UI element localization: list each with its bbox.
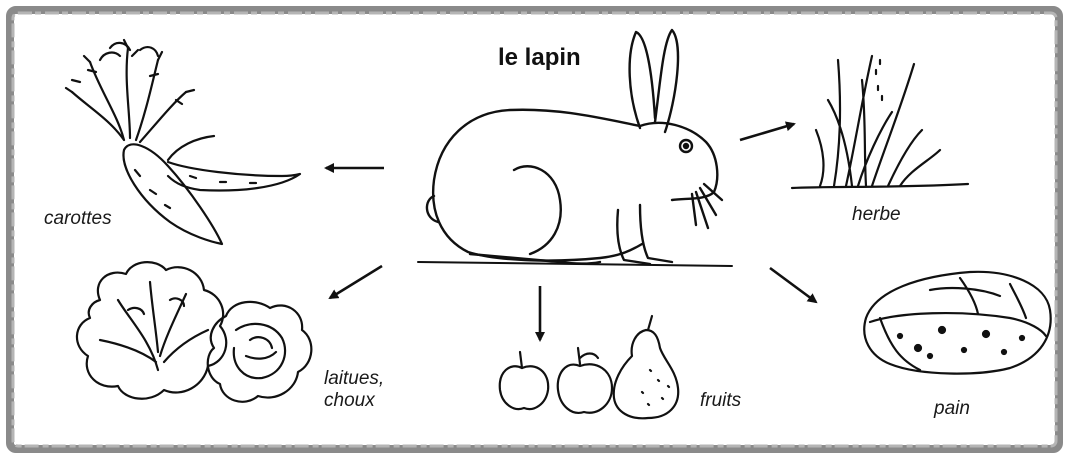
label-laitues: laitues, choux xyxy=(324,368,384,412)
arrow-to-grass xyxy=(740,124,794,140)
label-carottes: carottes xyxy=(44,208,112,230)
label-pain: pain xyxy=(934,398,970,420)
arrow-to-bread xyxy=(770,268,816,302)
bread-icon xyxy=(864,272,1050,374)
fruits-icon xyxy=(500,316,678,418)
label-fruits: fruits xyxy=(700,390,741,412)
label-herbe: herbe xyxy=(852,204,901,226)
diagram-title: le lapin xyxy=(498,44,581,72)
label-laitues-line2: choux xyxy=(324,390,384,412)
arrow-to-lettuce xyxy=(330,266,382,298)
label-laitues-line1: laitues, xyxy=(324,368,384,390)
grass-icon xyxy=(792,56,968,188)
arrows xyxy=(326,124,816,340)
frame-border xyxy=(10,10,1059,449)
lettuce-cabbage-icon xyxy=(77,262,311,402)
